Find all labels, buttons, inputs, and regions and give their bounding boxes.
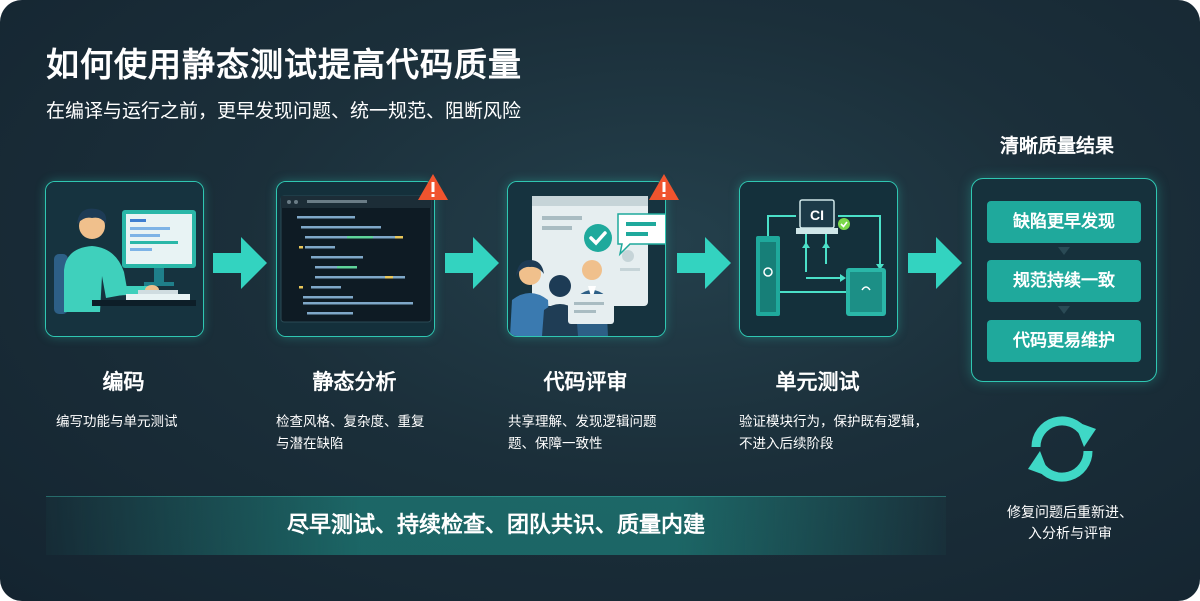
step-desc-code-review: 共享理解、发现逻辑问题 题、保障一致性 [508, 414, 657, 452]
review-meeting-icon [508, 182, 665, 336]
chevron-down-icon [1058, 306, 1070, 314]
results-panel: 缺陷更早发现 规范持续一致 代码更易维护 [971, 178, 1157, 382]
page-title: 如何使用静态测试提高代码质量 [46, 45, 522, 84]
arrow-right-icon [213, 237, 267, 289]
chevron-down-icon [1058, 247, 1070, 255]
result-item-defects-early: 缺陷更早发现 [987, 201, 1141, 243]
unit-test-panel: CI [739, 181, 898, 337]
result-item-consistent-standards: 规范持续一致 [987, 260, 1141, 302]
arrow-right-icon [445, 237, 499, 289]
coding-panel [45, 181, 204, 337]
step-desc-static-analysis: 检查风格、复杂度、重复 与潜在缺陷 [276, 414, 425, 452]
step-desc-coding: 编写功能与单元测试 [56, 414, 178, 430]
static-analysis-panel [276, 181, 435, 337]
arrow-right-icon [908, 237, 962, 289]
arrow-right-icon [677, 237, 731, 289]
step-title-code-review: 代码评审 [543, 370, 628, 394]
bottom-banner-text: 尽早测试、持续检查、团队共识、质量内建 [286, 513, 705, 538]
bottom-banner: 尽早测试、持续检查、团队共识、质量内建 [46, 496, 946, 555]
refresh-loop-icon [1028, 416, 1096, 482]
step-title-static-analysis: 静态分析 [312, 370, 397, 394]
step-title-unit-test: 单元测试 [775, 370, 860, 394]
developer-icon [46, 182, 203, 336]
ci-label: CI [810, 207, 824, 223]
ci-pipeline-icon: CI [740, 182, 897, 336]
warning-icon [418, 174, 448, 200]
results-title: 清晰质量结果 [1000, 135, 1115, 157]
result-item-maintainable-code: 代码更易维护 [987, 320, 1141, 362]
code-review-panel [507, 181, 666, 337]
loop-description: 修复问题后重新进、 入分析与评审 [1007, 505, 1133, 542]
step-title-coding: 编码 [102, 370, 145, 394]
page-subtitle: 在编译与运行之前，更早发现问题、统一规范、阻断风险 [46, 100, 522, 122]
code-editor-icon [277, 182, 434, 336]
warning-icon [649, 174, 679, 200]
step-desc-unit-test: 验证模块行为，保护既有逻辑， 不进入后续阶段 [739, 414, 928, 452]
